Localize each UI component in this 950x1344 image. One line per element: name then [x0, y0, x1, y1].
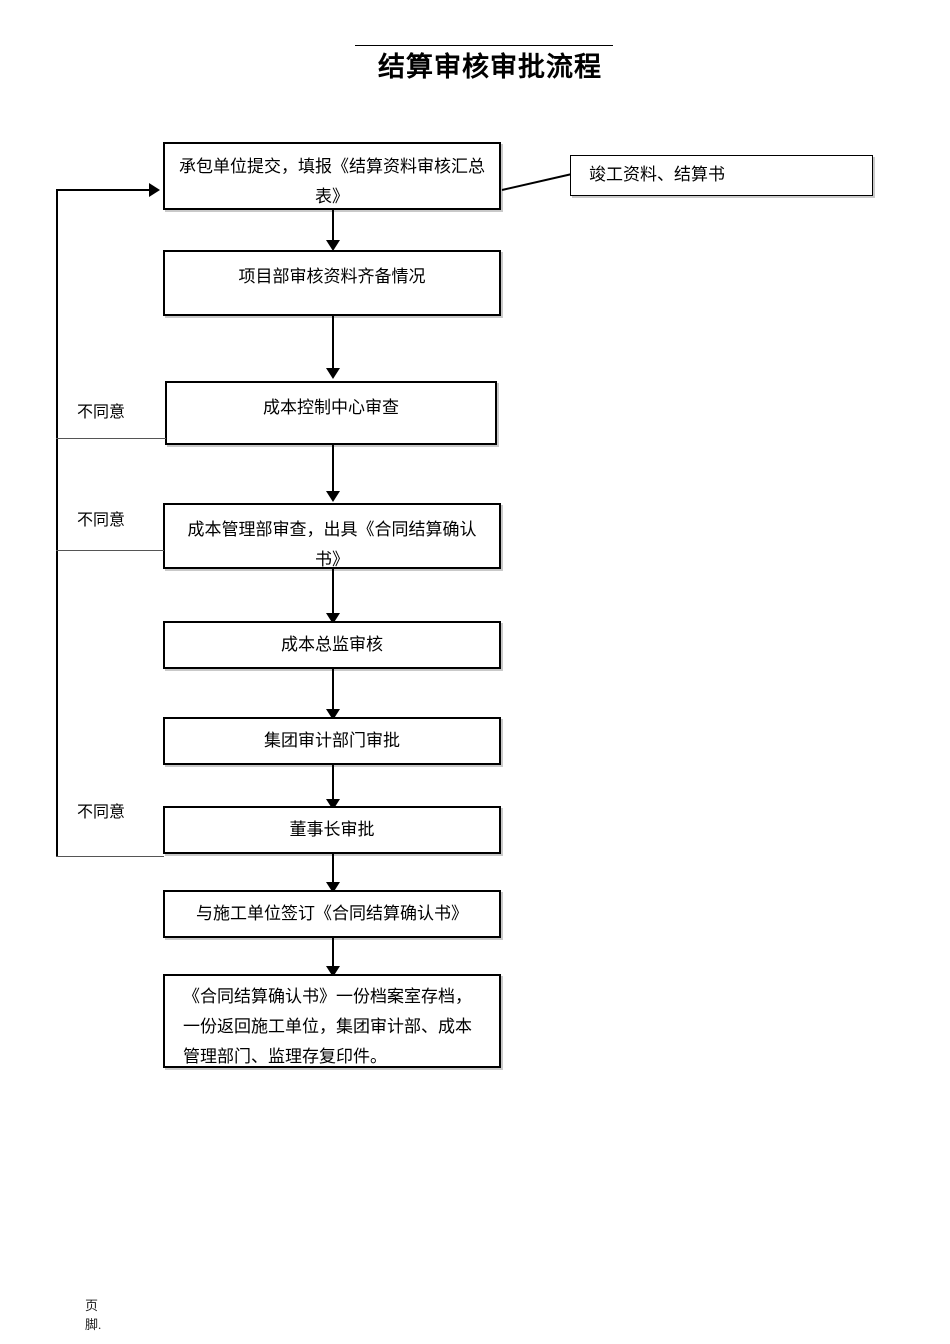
node-contractor-submit[interactable]: 承包单位提交，填报《结算资料审核汇总表》	[163, 142, 501, 210]
connector-n3-n4	[332, 445, 334, 495]
node-group-audit-dept-approval[interactable]: 集团审计部门审批	[163, 717, 501, 765]
footer-line-1: 页	[85, 1298, 99, 1313]
node-label: 《合同结算确认书》一份档案室存档，一份返回施工单位，集团审计部、成本管理部门、监…	[183, 987, 472, 1066]
connector-n4-n5-arrowhead	[326, 613, 340, 624]
title-rule	[355, 45, 613, 46]
node-sign-settlement-confirmation[interactable]: 与施工单位签订《合同结算确认书》	[163, 890, 501, 938]
node-chairman-approval[interactable]: 董事长审批	[163, 806, 501, 854]
node-label: 董事长审批	[289, 820, 375, 839]
connector-n5-n6	[332, 669, 334, 713]
connector-n8-n9	[332, 938, 334, 970]
connector-n1-n2	[332, 210, 334, 246]
side-note-connector	[501, 173, 573, 191]
node-label: 成本总监审核	[281, 635, 383, 654]
node-label: 成本控制中心审查	[263, 398, 399, 417]
connector-n4-n5	[332, 569, 334, 617]
branch-line-n7	[56, 856, 164, 857]
branch-label-disagree-n4: 不同意	[77, 512, 126, 529]
feedback-return-arrowhead	[149, 183, 160, 197]
connector-n1-n2-arrowhead	[326, 240, 340, 251]
node-label: 与施工单位签订《合同结算确认书》	[196, 904, 468, 923]
branch-label-disagree-n3: 不同意	[77, 404, 126, 421]
side-note-documents[interactable]: 竣工资料、结算书	[570, 155, 873, 196]
side-note-label: 竣工资料、结算书	[589, 165, 725, 184]
node-label: 项目部审核资料齐备情况	[238, 267, 426, 286]
connector-n6-n7	[332, 765, 334, 803]
node-label: 承包单位提交，填报《结算资料审核汇总表》	[179, 157, 485, 206]
connector-n2-n3	[332, 316, 334, 374]
footer-line-2: 脚.	[85, 1317, 102, 1332]
node-cost-control-center-review[interactable]: 成本控制中心审查	[165, 381, 497, 445]
page-title: 结算审核审批流程	[378, 52, 602, 82]
node-cost-director-review[interactable]: 成本总监审核	[163, 621, 501, 669]
connector-n5-n6-arrowhead	[326, 709, 340, 720]
branch-line-n3	[56, 438, 166, 439]
connector-n3-n4-arrowhead	[326, 491, 340, 502]
node-cost-management-dept-review[interactable]: 成本管理部审查，出具《合同结算确认书》	[163, 503, 501, 569]
connector-n7-n8	[332, 854, 334, 886]
node-project-dept-review[interactable]: 项目部审核资料齐备情况	[163, 250, 501, 316]
branch-label-disagree-n7: 不同意	[77, 804, 126, 821]
feedback-return-line	[56, 189, 149, 191]
connector-n7-n8-arrowhead	[326, 882, 340, 893]
node-archive-distribution[interactable]: 《合同结算确认书》一份档案室存档，一份返回施工单位，集团审计部、成本管理部门、监…	[163, 974, 501, 1068]
connector-n8-n9-arrowhead	[326, 966, 340, 977]
node-label: 成本管理部审查，出具《合同结算确认书》	[187, 520, 477, 569]
node-label: 集团审计部门审批	[264, 731, 400, 750]
connector-n6-n7-arrowhead	[326, 799, 340, 810]
feedback-trunk-line	[56, 189, 58, 857]
branch-line-n4	[56, 550, 164, 551]
connector-n2-n3-arrowhead	[326, 368, 340, 379]
